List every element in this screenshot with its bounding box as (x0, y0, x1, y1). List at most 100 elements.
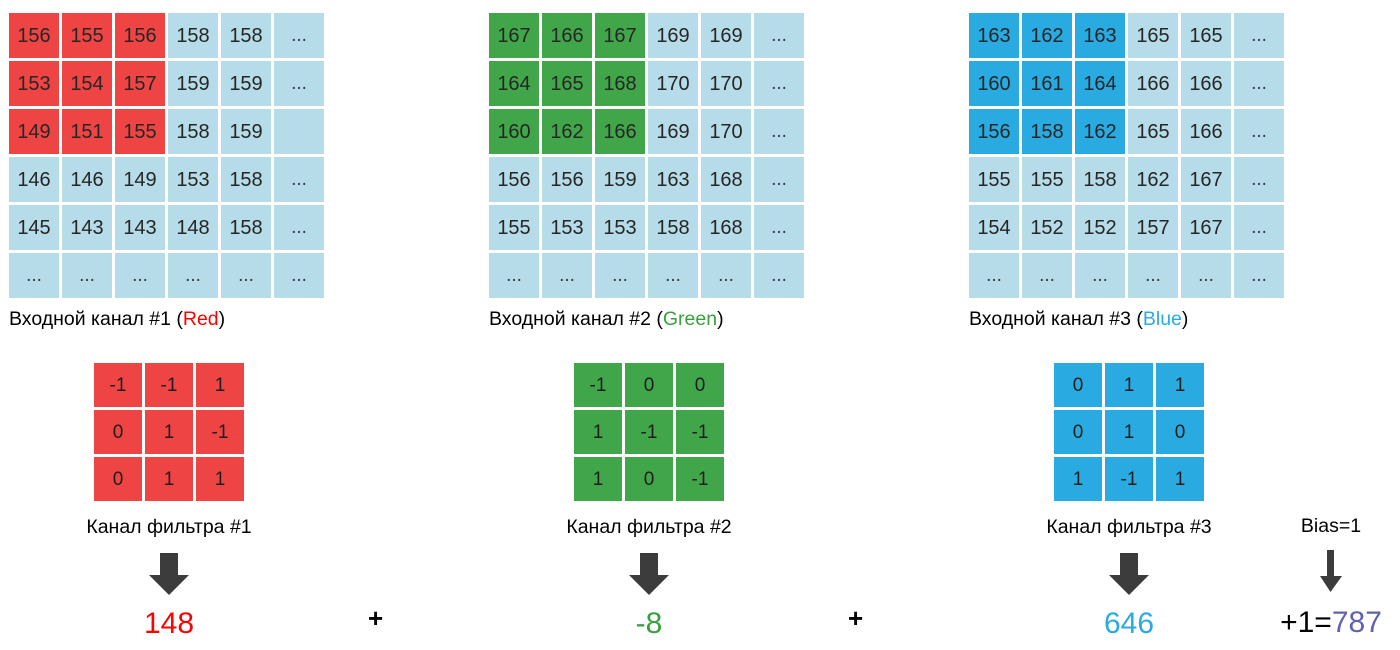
final-sum-result: +1=787 (1266, 608, 1396, 638)
matrix-cell: 160 (489, 109, 539, 154)
matrix-cell: 169 (648, 13, 698, 58)
caption-suffix: ) (717, 308, 724, 330)
kernel-cell: 0 (625, 457, 673, 501)
matrix-cell: 153 (542, 205, 592, 250)
matrix-cell: ... (754, 253, 804, 298)
matrix-cell: 162 (1022, 13, 1072, 58)
matrix-cell: 146 (9, 157, 59, 202)
matrix-cell: ... (542, 253, 592, 298)
matrix-cell: 165 (1128, 109, 1178, 154)
kernel-cell: 1 (1105, 363, 1153, 407)
input-matrix-1: 156 155 156 158 158 ... 153 154 157 159 … (9, 13, 329, 298)
matrix-cell: 169 (701, 13, 751, 58)
kernel-cell: 1 (145, 410, 193, 454)
down-arrow-icon (629, 553, 669, 595)
matrix-cell: 159 (221, 61, 271, 106)
caption-color-tag: Blue (1142, 308, 1182, 330)
caption-prefix: Входной канал #2 ( (489, 308, 663, 330)
matrix-cell: 155 (489, 205, 539, 250)
kernel-cell: 1 (1054, 457, 1102, 501)
matrix-cell: 156 (542, 157, 592, 202)
filter-kernel-2: -1 0 0 1 -1 -1 1 0 -1 (574, 363, 724, 501)
matrix-cell: 143 (62, 205, 112, 250)
matrix-cell: 153 (9, 61, 59, 106)
bias-column: Bias=1 +1=787 (1266, 363, 1396, 638)
filter-kernel-3: 0 1 1 0 1 0 1 -1 1 (1054, 363, 1204, 501)
caption-color-tag: Green (662, 308, 718, 330)
kernel-cell: 1 (574, 410, 622, 454)
matrix-cell: ... (1234, 13, 1284, 58)
kernel-cell: 0 (94, 457, 142, 501)
matrix-cell: ... (274, 157, 324, 202)
matrix-cell: ... (754, 61, 804, 106)
channel-3-result: 646 (1103, 607, 1155, 640)
kernel-cell: 1 (1156, 457, 1204, 501)
final-sum-value: 787 (1331, 606, 1382, 639)
kernel-cell: -1 (676, 457, 724, 501)
matrix-cell: 155 (969, 157, 1019, 202)
matrix-cell: 151 (62, 109, 112, 154)
matrix-cell: ... (1128, 253, 1178, 298)
matrix-cell: ... (274, 253, 324, 298)
matrix-cell: 153 (168, 157, 218, 202)
matrix-cell: 156 (115, 13, 165, 58)
matrix-cell: 165 (1128, 13, 1178, 58)
kernel-cell: -1 (196, 410, 244, 454)
matrix-cell: 170 (648, 61, 698, 106)
matrix-cell: 158 (221, 205, 271, 250)
matrix-cell: 167 (1181, 157, 1231, 202)
matrix-cell: 162 (1075, 109, 1125, 154)
matrix-cell: ... (221, 253, 271, 298)
filter-kernel-1: -1 -1 1 0 1 -1 0 1 1 (94, 363, 244, 501)
matrix-cell: 146 (62, 157, 112, 202)
kernel-cell: 1 (196, 457, 244, 501)
matrix-cell: ... (489, 253, 539, 298)
matrix-cell: 166 (542, 13, 592, 58)
matrix-cell: 164 (1075, 61, 1125, 106)
filter-channel-1: -1 -1 1 0 1 -1 0 1 1 Канал фильтра #1 14… (9, 363, 329, 639)
caption-suffix: ) (218, 308, 226, 330)
matrix-cell: ... (1234, 253, 1284, 298)
matrix-cell: 155 (1022, 157, 1072, 202)
filter-channel-2-caption: Канал фильтра #2 (566, 516, 732, 538)
matrix-cell: 166 (595, 109, 645, 154)
matrix-cell: 145 (9, 205, 59, 250)
matrix-cell: 164 (489, 61, 539, 106)
kernel-cell: -1 (574, 363, 622, 407)
kernel-cell: 0 (625, 363, 673, 407)
matrix-cell: 170 (701, 61, 751, 106)
matrix-cell: 165 (1181, 13, 1231, 58)
matrix-cell: 153 (595, 205, 645, 250)
matrix-cell: 158 (648, 205, 698, 250)
kernel-cell: -1 (1105, 457, 1153, 501)
matrix-cell: 156 (969, 109, 1019, 154)
input-channel-3: 163 162 163 165 165 ... 160 161 164 166 … (969, 0, 1289, 331)
caption-prefix: Входной канал #3 ( (969, 308, 1143, 330)
caption-prefix: Входной канал #1 ( (9, 308, 183, 330)
matrix-cell: 167 (595, 13, 645, 58)
kernel-cell: 0 (94, 410, 142, 454)
kernel-cell: 1 (1105, 410, 1153, 454)
matrix-cell: 158 (1075, 157, 1125, 202)
matrix-cell: 163 (648, 157, 698, 202)
matrix-cell: 167 (1181, 205, 1231, 250)
filter-channel-2: -1 0 0 1 -1 -1 1 0 -1 Канал фильтра #2 -… (489, 363, 809, 639)
input-channel-1: 156 155 156 158 158 ... 153 154 157 159 … (9, 0, 329, 331)
down-arrow-icon (1320, 550, 1342, 592)
matrix-cell: 157 (1128, 205, 1178, 250)
matrix-cell: ... (1234, 61, 1284, 106)
filter-channel-3-caption: Канал фильтра #3 (1046, 516, 1212, 538)
down-arrow-icon (1109, 553, 1149, 595)
plus-operator-1: + (368, 603, 384, 633)
matrix-cell: ... (62, 253, 112, 298)
kernel-cell: 0 (1156, 410, 1204, 454)
matrix-cell: 160 (969, 61, 1019, 106)
kernel-cell: 1 (574, 457, 622, 501)
matrix-cell: ... (115, 253, 165, 298)
matrix-cell: 156 (9, 13, 59, 58)
matrix-cell: ... (754, 157, 804, 202)
matrix-cell: 165 (542, 61, 592, 106)
caption-suffix: ) (1181, 308, 1189, 330)
bias-result-prefix: +1= (1280, 606, 1332, 639)
matrix-cell: 143 (115, 205, 165, 250)
